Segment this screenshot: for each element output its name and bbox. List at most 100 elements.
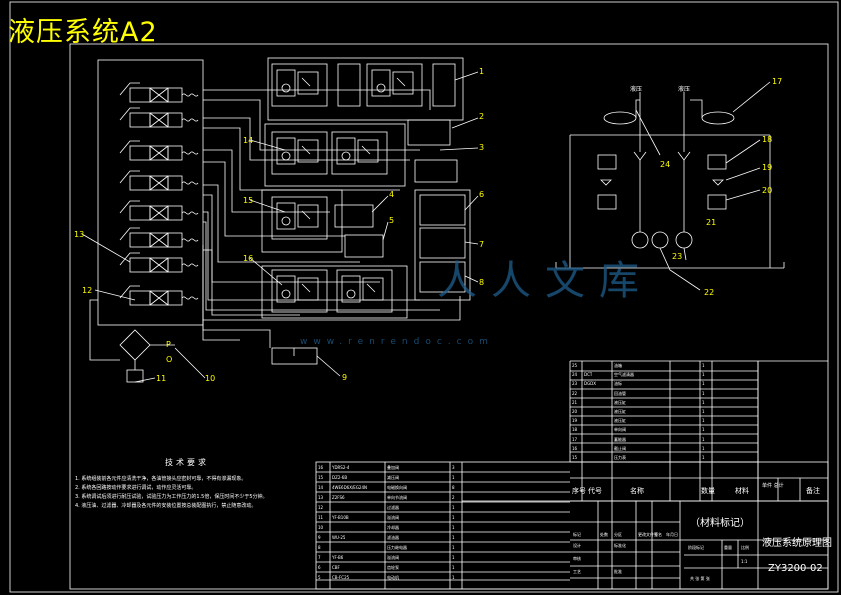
tb-zone: 分区 bbox=[614, 532, 622, 537]
bom-right-cell-name: 蓄能器 bbox=[614, 436, 626, 442]
bom-right-cell-code: DCT bbox=[584, 372, 593, 378]
watermark-text: 人人文库 bbox=[437, 258, 653, 304]
directional-valve-stack bbox=[97, 59, 204, 326]
bom-right-cell-qty: 1 bbox=[702, 399, 705, 405]
callout-2: 2 bbox=[479, 112, 485, 121]
bom-left-cell-name: 单向节流阀 bbox=[387, 495, 407, 500]
bom-left-cell-no: 10 bbox=[318, 525, 324, 530]
bom-left-cell-code: YF-B6 bbox=[332, 555, 344, 560]
drawing-number: ZY3200-02 bbox=[768, 563, 823, 574]
title-block-lines bbox=[315, 360, 829, 590]
bom-right-cell-qty: 1 bbox=[702, 363, 705, 368]
bom-left-cell-no: 8 bbox=[318, 545, 321, 550]
note-1: 1. 系统组装前各元件应清洗干净，各油管接头应密封可靠，不得有渗漏现象。 bbox=[75, 476, 247, 482]
pump-text-right: 液压 bbox=[678, 86, 691, 93]
callout-12: 12 bbox=[82, 286, 93, 295]
callout-6: 6 bbox=[479, 190, 485, 199]
callout-16: 16 bbox=[243, 254, 254, 263]
bom-left-cell-code: CB-FC25 bbox=[332, 575, 350, 580]
bom-left-cell-name: 电磁换向阀 bbox=[387, 485, 407, 490]
callout-21: 21 bbox=[706, 218, 717, 227]
bom-header-no: 序号 bbox=[572, 487, 586, 495]
modular-valve-blocks bbox=[261, 57, 464, 319]
bom-right-cell-name: 压力表 bbox=[614, 455, 626, 460]
bom-left-cell-qty: 1 bbox=[452, 555, 455, 560]
callout-18: 18 bbox=[762, 135, 773, 144]
bom-left-cell-no: 11 bbox=[318, 515, 324, 520]
bom-left-cell-qty: 1 bbox=[452, 475, 455, 480]
tb-mark: 标记 bbox=[573, 532, 581, 537]
hydraulic-pipes bbox=[89, 89, 461, 383]
tb-approve: 批准 bbox=[614, 569, 622, 574]
bom-right-cell-no: 17 bbox=[572, 436, 578, 442]
note-4: 4. 液压油、过滤器、冷却器及各元件的安装位置按总装配图执行，禁止随意改动。 bbox=[75, 503, 257, 509]
callout-3: 3 bbox=[479, 143, 485, 152]
bom-right-cell-no: 24 bbox=[572, 372, 578, 378]
bom-right-cell-qty: 1 bbox=[702, 445, 705, 451]
callout-20: 20 bbox=[762, 186, 773, 195]
bom-right-cell-no: 21 bbox=[572, 399, 578, 405]
bom-header-weight: 单件 总计 bbox=[762, 483, 784, 489]
callout-9: 9 bbox=[342, 373, 348, 382]
bom-left-cell-no: 7 bbox=[318, 555, 321, 560]
bom-header-note: 备注 bbox=[806, 487, 820, 495]
bom-right-cell-name: 油箱 bbox=[614, 363, 622, 368]
bom-right-cell-name: 液压缸 bbox=[614, 399, 626, 405]
drawing-name: 液压系统原理图 bbox=[762, 538, 832, 549]
bom-right-cell-name: 单向阀 bbox=[614, 427, 626, 433]
callout-24: 24 bbox=[660, 160, 671, 169]
bom-left-cell-no: 5 bbox=[318, 575, 321, 580]
bom-left-cell-code: YF-B10B bbox=[332, 515, 349, 520]
callout-15: 15 bbox=[243, 196, 254, 205]
bom-left-cell-qty: 2 bbox=[452, 495, 455, 500]
bom-left-cell-code: YDRS2-4 bbox=[332, 465, 350, 470]
tb-design: 设计 bbox=[573, 543, 581, 548]
bom-left-cell-no: 16 bbox=[318, 465, 324, 470]
bom-right-cell-name: 液压缸 bbox=[614, 418, 626, 424]
callout-19: 19 bbox=[762, 163, 773, 172]
bom-left-cell-name: 电动机 bbox=[387, 575, 399, 580]
leader-lines bbox=[81, 71, 479, 383]
bom-right-cell-no: 22 bbox=[572, 390, 578, 396]
bom-right-cell-no: 18 bbox=[572, 427, 578, 433]
bom-left-cell-name: 压力继电器 bbox=[387, 545, 407, 550]
note-2: 2. 系统各回路按动作要求进行调试，动作应灵活可靠。 bbox=[75, 485, 197, 491]
material-mark: （材料标记） bbox=[690, 518, 750, 529]
tb-process: 工艺 bbox=[573, 569, 581, 574]
bom-right-cell-no: 16 bbox=[572, 445, 578, 451]
callout-7: 7 bbox=[479, 240, 485, 249]
port-o: O bbox=[166, 355, 173, 364]
bom-left-cell-no: 12 bbox=[318, 505, 324, 510]
bom-left-cell-no: 6 bbox=[318, 565, 321, 570]
callout-8: 8 bbox=[479, 278, 485, 287]
note-3: 3. 系统调试后须进行耐压试验，试验压力为工作压力的1.5倍，保压时间不少于5分… bbox=[75, 494, 268, 500]
bom-right-cell-qty: 1 bbox=[702, 427, 705, 433]
bom-left-cell-name: 滤油器 bbox=[387, 535, 399, 540]
bom-right-cell-no: 23 bbox=[572, 381, 578, 387]
callout-17: 17 bbox=[772, 77, 783, 86]
bom-left-cell-no: 13 bbox=[318, 495, 324, 500]
outer-frame bbox=[9, 1, 839, 593]
callout-23: 23 bbox=[672, 252, 683, 261]
filter-symbol bbox=[119, 329, 151, 361]
bom-right-cell-code: DGDX bbox=[584, 381, 596, 387]
bom-left-cell-qty: 1 bbox=[452, 535, 455, 540]
bom-left-cell-qty: 8 bbox=[452, 485, 455, 490]
bom-right-cell-qty: 1 bbox=[702, 455, 705, 460]
bom-left-cell-qty: 1 bbox=[452, 545, 455, 550]
bom-right-cell-no: 20 bbox=[572, 409, 578, 414]
callout-4: 4 bbox=[389, 190, 395, 199]
bom-right-cell-name: 油标 bbox=[614, 381, 622, 387]
bom-left-cell-no: 14 bbox=[318, 485, 324, 490]
tb-date: 年月日 bbox=[666, 532, 678, 537]
bom-left-cell-code: DZ2-6B bbox=[332, 475, 348, 480]
tb-doc: 更改文件号 bbox=[638, 532, 658, 537]
bom-left-cell-qty: 3 bbox=[452, 465, 455, 470]
bom-right-cell-qty: 1 bbox=[702, 436, 705, 442]
bom-left-cell-code: WU-25 bbox=[332, 535, 346, 540]
tb-sign: 签名 bbox=[654, 532, 662, 537]
bom-right-cell-name: 液压缸 bbox=[614, 409, 626, 414]
bom-left-cell-qty: 1 bbox=[452, 565, 455, 570]
bom-left-cell-name: 溢流阀 bbox=[387, 555, 399, 560]
